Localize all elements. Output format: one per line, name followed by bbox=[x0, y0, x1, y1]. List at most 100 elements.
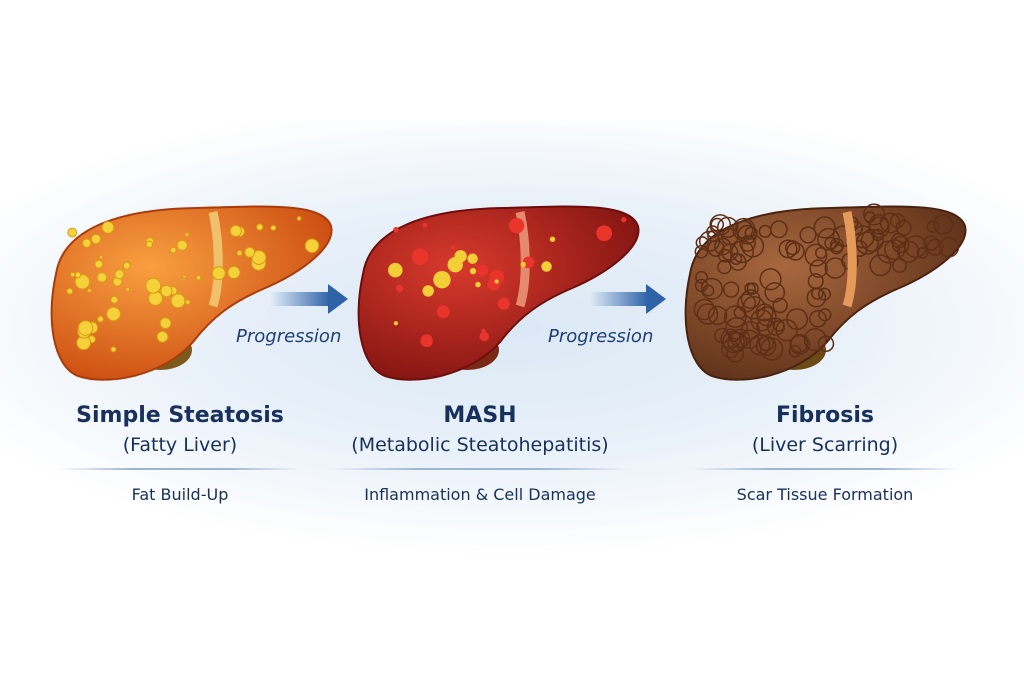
nodule bbox=[772, 297, 788, 314]
nodule bbox=[717, 216, 739, 239]
lesion bbox=[467, 253, 478, 264]
stage-subtitle: (Fatty Liver) bbox=[122, 434, 238, 456]
lesion bbox=[393, 321, 398, 326]
nodule bbox=[739, 329, 760, 350]
nodule bbox=[923, 235, 939, 251]
nodule bbox=[813, 216, 836, 239]
fat-droplet bbox=[125, 287, 131, 292]
nodule bbox=[824, 257, 847, 279]
nodule bbox=[803, 328, 827, 352]
fat-droplet bbox=[184, 232, 190, 238]
fat-droplet bbox=[195, 275, 202, 281]
nodule bbox=[818, 308, 832, 322]
lesion bbox=[596, 225, 613, 242]
nodule bbox=[710, 217, 725, 232]
nodule bbox=[723, 305, 747, 328]
fat-droplet bbox=[185, 299, 191, 305]
lesion bbox=[469, 267, 477, 275]
nodule bbox=[730, 252, 743, 265]
fat-droplet bbox=[94, 259, 104, 269]
nodule bbox=[778, 239, 798, 259]
lesion bbox=[422, 222, 428, 228]
fat-droplet bbox=[110, 346, 117, 353]
stage-description: Scar Tissue Formation bbox=[736, 485, 914, 504]
nodule bbox=[860, 228, 884, 252]
fat-droplet bbox=[74, 271, 82, 279]
fat-droplet bbox=[145, 240, 154, 249]
nodule bbox=[855, 231, 879, 255]
fat-droplet bbox=[145, 277, 162, 294]
nodule bbox=[720, 227, 739, 246]
divider bbox=[690, 468, 960, 470]
nodule bbox=[895, 219, 912, 236]
fat-droplet bbox=[160, 284, 173, 298]
stage-description: Inflammation & Cell Damage bbox=[364, 485, 596, 504]
nodule bbox=[916, 246, 929, 259]
nodule bbox=[725, 316, 748, 340]
lesion bbox=[433, 270, 451, 289]
fat-droplet bbox=[87, 288, 92, 293]
fat-droplet bbox=[66, 287, 74, 295]
lesion bbox=[436, 305, 450, 319]
nodule bbox=[714, 237, 732, 256]
nodule bbox=[700, 277, 724, 300]
nodule bbox=[817, 227, 840, 251]
nodule bbox=[707, 229, 720, 243]
stage-description: Fat Build-Up bbox=[131, 485, 229, 504]
stage-title: Simple Steatosis bbox=[76, 403, 284, 428]
stage-subtitle: (Liver Scarring) bbox=[751, 434, 899, 456]
nodule bbox=[720, 339, 740, 359]
fat-droplet bbox=[90, 233, 102, 245]
fat-droplet bbox=[97, 315, 104, 323]
nodule bbox=[744, 226, 758, 240]
lesion bbox=[541, 261, 552, 272]
fat-droplet bbox=[229, 224, 242, 238]
fat-droplet bbox=[110, 295, 119, 304]
nodule bbox=[804, 243, 828, 267]
lesion bbox=[481, 328, 486, 334]
stage-fibrosis: Fibrosis (Liver Scarring) Scar Tissue Fo… bbox=[690, 402, 960, 506]
nodule bbox=[722, 281, 740, 298]
nodule bbox=[694, 244, 709, 259]
lesion bbox=[497, 297, 510, 310]
lesion bbox=[388, 262, 403, 278]
fat-droplet bbox=[304, 238, 320, 254]
nodule bbox=[904, 235, 928, 258]
nodule bbox=[868, 214, 889, 235]
nodule bbox=[750, 308, 773, 332]
arrow-icon-2 bbox=[590, 284, 666, 314]
fat-droplet bbox=[69, 271, 76, 278]
lesion bbox=[420, 334, 433, 348]
lesion bbox=[395, 284, 404, 293]
lesion bbox=[549, 236, 556, 242]
fat-droplet bbox=[77, 320, 94, 336]
fat-droplet bbox=[122, 261, 131, 270]
lesion bbox=[450, 245, 456, 250]
lesion bbox=[494, 279, 499, 284]
progression-label-1: Progression bbox=[236, 326, 342, 347]
nodule bbox=[734, 220, 754, 239]
liver-fibrosis bbox=[684, 203, 967, 381]
nodule bbox=[869, 254, 892, 277]
fat-droplet bbox=[296, 216, 302, 221]
lesion bbox=[411, 248, 429, 266]
fat-droplet bbox=[270, 224, 277, 231]
nodule bbox=[829, 241, 844, 255]
nodule bbox=[695, 270, 708, 284]
nodule bbox=[938, 236, 960, 258]
nodule bbox=[707, 305, 728, 326]
nodule bbox=[766, 317, 786, 336]
nodule bbox=[884, 239, 906, 261]
nodule bbox=[799, 226, 817, 244]
fat-droplet bbox=[156, 330, 169, 343]
fat-droplet bbox=[101, 221, 115, 234]
nodule bbox=[775, 319, 798, 342]
lesion bbox=[422, 285, 434, 297]
nodule bbox=[926, 238, 944, 256]
nodule bbox=[786, 242, 805, 261]
nodule bbox=[749, 334, 771, 356]
nodule bbox=[769, 220, 788, 239]
fat-droplet bbox=[98, 255, 104, 260]
nodule bbox=[790, 334, 809, 353]
fat-droplet bbox=[251, 250, 267, 265]
